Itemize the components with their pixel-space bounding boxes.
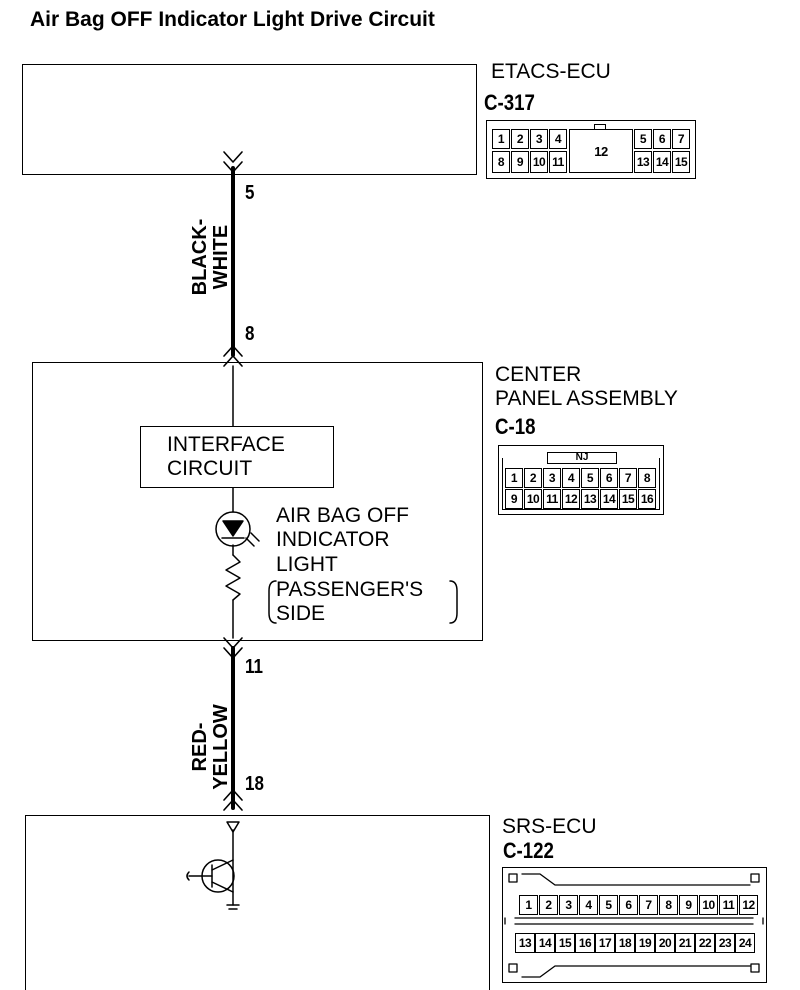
- srs-ecu-label: SRS-ECU: [502, 815, 597, 838]
- pin-cell: 15: [619, 489, 637, 509]
- pin-cell: 8: [638, 468, 656, 488]
- pin-cell: 15: [555, 933, 575, 953]
- light-label-3: LIGHT: [276, 553, 338, 576]
- pin-cell: 11: [543, 489, 561, 509]
- resistor-icon: [225, 554, 241, 601]
- srs-connector-details: [504, 873, 764, 978]
- pin-number-8: 8: [245, 323, 255, 345]
- light-label-5: SIDE: [276, 602, 326, 625]
- pin-cell: 21: [675, 933, 695, 953]
- pin-cell: 16: [638, 489, 656, 509]
- pin-cell: 2: [511, 129, 529, 149]
- connector-body-frame: [502, 458, 660, 510]
- pin-cell: 24: [735, 933, 755, 953]
- center-panel-box: [32, 362, 483, 641]
- pin-cell: 3: [559, 895, 578, 915]
- pin-cell: 9: [679, 895, 698, 915]
- pin-cell: 6: [653, 129, 671, 149]
- pin-cell: 7: [672, 129, 690, 149]
- pin-cell: 4: [562, 468, 580, 488]
- pin-cell: 8: [492, 151, 510, 173]
- center-panel-connector: NJ 1 2 3 4 5 6 7 8 9 10 11 12 13 14 15 1…: [498, 445, 664, 515]
- pin-cell: 13: [515, 933, 535, 953]
- input-arrow-icon: [226, 821, 240, 833]
- center-panel-label-2: PANEL ASSEMBLY: [495, 387, 678, 410]
- pin-cell: 1: [492, 129, 510, 149]
- connector-chevron-icon: [223, 151, 243, 811]
- pin-cell: 14: [600, 489, 618, 509]
- etacs-ecu-label: ETACS-ECU: [491, 60, 611, 83]
- pin-cell: 5: [634, 129, 652, 149]
- pin-cell: 1: [519, 895, 538, 915]
- pin-cell: 8: [659, 895, 678, 915]
- pin-cell: 13: [581, 489, 599, 509]
- pin-cell: 14: [535, 933, 555, 953]
- pin-cell: 20: [655, 933, 675, 953]
- pin-cell: 2: [539, 895, 558, 915]
- led-icon: [215, 511, 260, 547]
- diagram-title: Air Bag OFF Indicator Light Drive Circui…: [30, 8, 435, 31]
- pin-cell: 6: [600, 468, 618, 488]
- pin-cell: 11: [549, 151, 567, 173]
- pin-cell: 16: [575, 933, 595, 953]
- srs-connector-id: C-122: [503, 838, 554, 863]
- light-label-2: INDICATOR: [276, 528, 390, 551]
- pin-cell: 14: [653, 151, 671, 173]
- interface-circuit-box: [140, 426, 334, 488]
- pin-cell: 18: [615, 933, 635, 953]
- pin-cell: 13: [634, 151, 652, 173]
- bracket-left: [268, 580, 277, 624]
- pin-cell: 12: [562, 489, 580, 509]
- srs-connector: 1 2 3 4 5 6 7 8 9 10 11 12 13 14 15 16 1…: [502, 867, 767, 983]
- pin-cell: 9: [505, 489, 523, 509]
- connector-latch: [594, 124, 606, 130]
- pin-cell: 11: [719, 895, 738, 915]
- interface-circuit-label-1: INTERFACE: [167, 433, 285, 456]
- etacs-connector: 1 2 3 4 12 5 6 7 8 9 10 11 13 14 15: [486, 120, 696, 179]
- pin-cell: 1: [505, 468, 523, 488]
- pin-cell: 10: [524, 489, 542, 509]
- pin-cell: 4: [549, 129, 567, 149]
- connector-key: NJ: [547, 452, 617, 464]
- pin-cell: 15: [672, 151, 690, 173]
- transistor-icon: [186, 859, 235, 893]
- pin-cell: 23: [715, 933, 735, 953]
- pin-cell: 12: [739, 895, 758, 915]
- srs-ecu-box: [25, 815, 490, 990]
- pin-cell: 17: [595, 933, 615, 953]
- etacs-connector-id: C-317: [484, 90, 535, 115]
- ground-icon: [226, 904, 240, 910]
- light-label-4: PASSENGER'S: [276, 578, 424, 601]
- center-panel-connector-id: C-18: [495, 414, 536, 439]
- pin-cell: 2: [524, 468, 542, 488]
- pin-cell: 5: [599, 895, 618, 915]
- pin-number-18: 18: [245, 773, 264, 795]
- light-label-1: AIR BAG OFF: [276, 504, 410, 527]
- pin-cell: 10: [530, 151, 548, 173]
- pin-cell: 3: [543, 468, 561, 488]
- pin-cell: 22: [695, 933, 715, 953]
- pin-cell: 19: [635, 933, 655, 953]
- pin-cell: 12: [569, 129, 633, 173]
- pin-cell: 10: [699, 895, 718, 915]
- bracket-right: [449, 580, 458, 624]
- pin-cell: 7: [639, 895, 658, 915]
- pin-cell: 5: [581, 468, 599, 488]
- pin-number-5: 5: [245, 182, 255, 204]
- pin-cell: 7: [619, 468, 637, 488]
- pin-cell: 9: [511, 151, 529, 173]
- pin-cell: 6: [619, 895, 638, 915]
- pin-number-11: 11: [245, 656, 263, 678]
- pin-cell: 3: [530, 129, 548, 149]
- center-panel-label-1: CENTER: [495, 363, 582, 386]
- etacs-ecu-box: [22, 64, 477, 175]
- interface-circuit-label-2: CIRCUIT: [167, 457, 253, 480]
- pin-cell: 4: [579, 895, 598, 915]
